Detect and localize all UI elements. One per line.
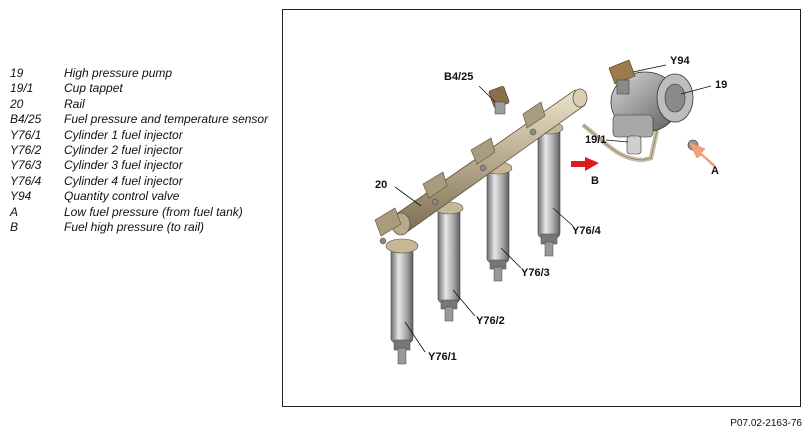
legend-desc: Rail [64,96,85,111]
legend-code: A [10,204,19,219]
legend-item: A Low fuel pressure (from fuel tank) [10,205,270,220]
legend-desc: Low fuel pressure (from fuel tank) [64,204,243,219]
pressure-sensor [488,86,510,115]
arrow-low-pressure [688,141,716,169]
legend-code: 20 [10,96,24,111]
legend-item: 20 Rail [10,97,270,112]
legend-item: Y76/2 Cylinder 2 fuel injector [10,143,270,158]
label-y76-3: Y76/3 [521,267,550,279]
legend-desc: Cylinder 2 fuel injector [64,143,183,158]
legend-code: Y76/2 [10,143,42,158]
quantity-control-valve [608,59,636,95]
legend-item: Y76/3 Cylinder 3 fuel injector [10,158,270,173]
injector-cups [385,121,564,254]
legend-item: Y76/4 Cylinder 4 fuel injector [10,174,270,189]
legend-list: 19 High pressure pump 19/1 Cup tappet 20 Ra… [10,66,270,235]
figure-id: P07.02-2163-76 [730,418,802,429]
label-arrow-b: B [591,175,599,187]
fuel-rail [374,88,588,245]
legend-code: Y76/4 [10,173,42,188]
label-b4-25: B4/25 [444,71,473,83]
legend-code: Y94 [10,189,32,204]
label-y94: Y94 [670,55,690,67]
label-19: 19 [715,79,727,91]
legend-item: Y76/1 Cylinder 1 fuel injector [10,128,270,143]
label-y76-2: Y76/2 [476,315,505,327]
injector-4 [537,127,561,257]
legend-desc: Cylinder 4 fuel injector [64,173,183,188]
leader-lines [394,64,712,353]
legend-code: Y76/3 [10,158,42,173]
legend-code: B [10,220,19,235]
legend-item: 19 High pressure pump [10,66,270,81]
legend-code: 19/1 [10,81,34,96]
label-20: 20 [375,179,387,191]
legend-desc: Cylinder 1 fuel injector [64,127,183,142]
legend-item: Y94 Quantity control valve [10,189,270,204]
label-y76-4: Y76/4 [572,225,602,237]
injector-1 [390,247,414,365]
arrow-high-pressure [571,157,599,171]
legend-desc: High pressure pump [64,66,173,80]
label-y76-1: Y76/1 [428,351,457,363]
legend-desc: Fuel high pressure (to rail) [64,220,205,235]
legend-item: 19/1 Cup tappet [10,81,270,96]
label-19-1: 19/1 [585,134,606,146]
diagram-frame: B4/25 Y94 19 19/1 20 Y76/1 Y76/2 Y76/3 Y… [282,9,801,407]
injector-3 [486,167,510,282]
legend-item: B4/25 Fuel pressure and temperature senso… [10,112,270,127]
label-arrow-a: A [711,165,719,177]
legend-desc: Cylinder 3 fuel injector [64,158,183,173]
legend-code: 19 [10,66,24,80]
legend-code: Y76/1 [10,127,42,142]
legend-desc: Quantity control valve [64,189,180,204]
legend-item: B Fuel high pressure (to rail) [10,220,270,235]
legend-desc: Cup tappet [64,81,123,96]
fuel-system-diagram: B4/25 Y94 19 19/1 20 Y76/1 Y76/2 Y76/3 Y… [374,55,727,365]
injector-2 [437,207,461,322]
legend-desc: Fuel pressure and temperature sensor [64,112,269,127]
legend-code: B4/25 [10,112,42,127]
